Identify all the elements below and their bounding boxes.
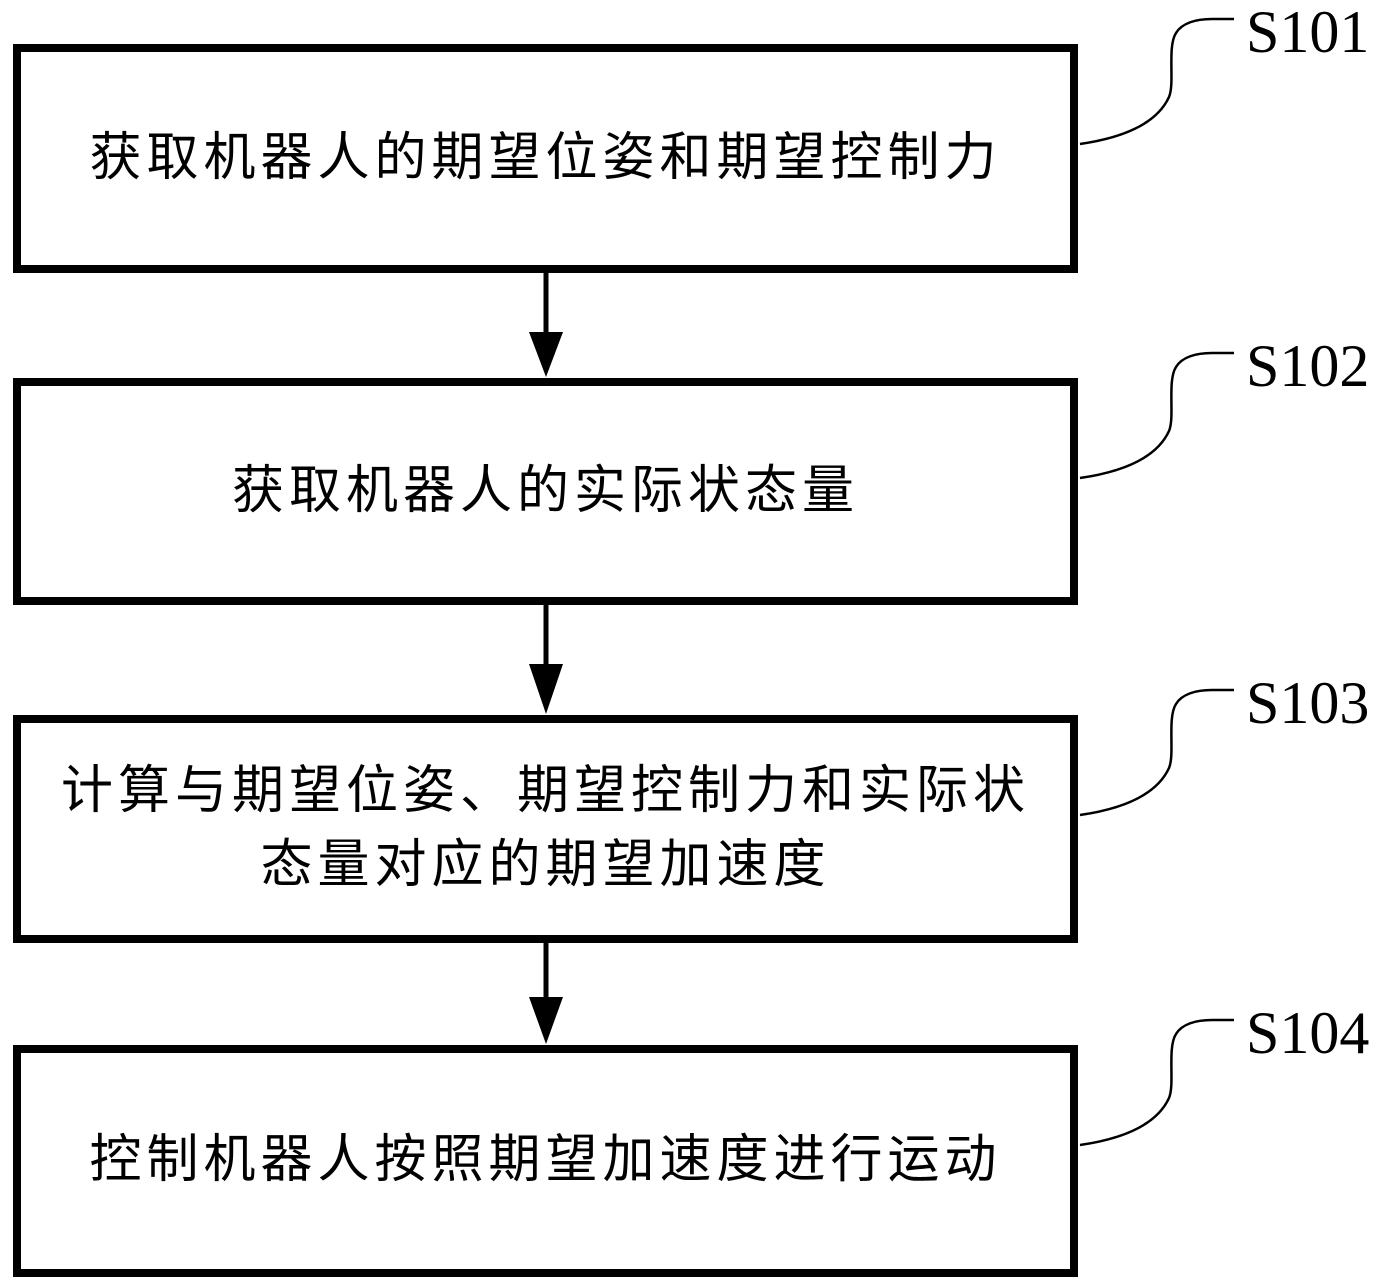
flow-step-3-box: 计算与期望位姿、期望控制力和实际状态量对应的期望加速度 — [13, 715, 1078, 943]
flow-step-2-text: 获取机器人的实际状态量 — [231, 462, 859, 520]
down-arrow-icon — [529, 273, 563, 377]
flow-step-2-box: 获取机器人的实际状态量 — [13, 378, 1078, 605]
flow-step-4-label: S104 — [1246, 1000, 1370, 1066]
flow-step-4-box: 控制机器人按照期望加速度进行运动 — [13, 1045, 1078, 1277]
leader-line-s102 — [1079, 351, 1234, 480]
flow-step-3-label: S103 — [1246, 670, 1370, 736]
flow-step-1-label: S101 — [1246, 0, 1370, 65]
flow-step-1-box: 获取机器人的期望位姿和期望控制力 — [13, 44, 1078, 273]
leader-line-s104 — [1079, 1018, 1234, 1147]
flow-step-1-text: 获取机器人的期望位姿和期望控制力 — [89, 129, 1002, 187]
leader-line-s103 — [1079, 688, 1234, 817]
down-arrow-icon — [529, 943, 563, 1044]
flow-step-2-label: S102 — [1246, 333, 1370, 399]
flow-step-3-text: 计算与期望位姿、期望控制力和实际状态量对应的期望加速度 — [60, 763, 1030, 894]
down-arrow-icon — [529, 605, 563, 714]
flow-step-4-text: 控制机器人按照期望加速度进行运动 — [89, 1132, 1002, 1189]
leader-line-s101 — [1079, 17, 1234, 146]
